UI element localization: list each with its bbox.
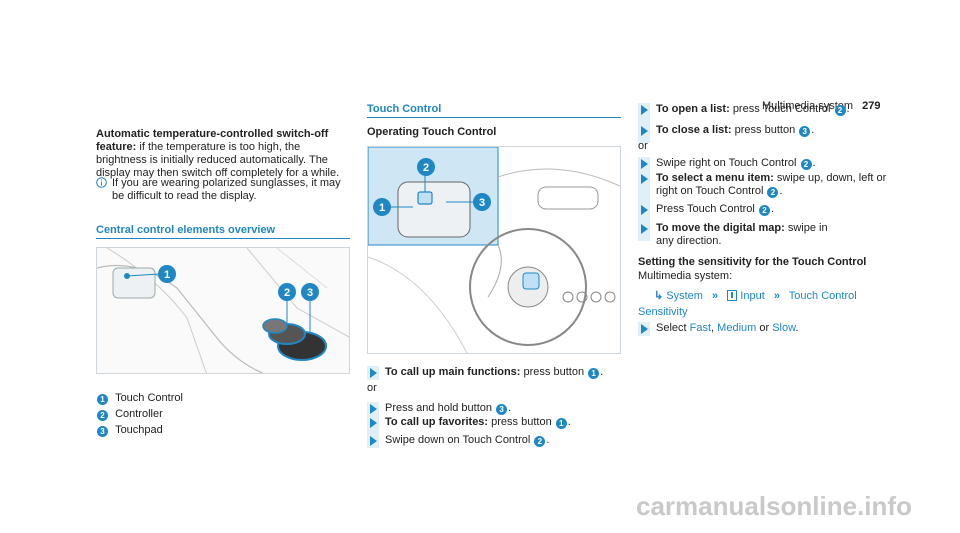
- sensitivity-title: Setting the sensitivity for the Touch Co…: [638, 256, 867, 268]
- step-arrow-icon: [641, 205, 648, 215]
- step-title: To move the digital map:: [656, 222, 785, 234]
- legend-item: 1 Touch Control: [96, 392, 183, 408]
- legend-label: Touchpad: [115, 424, 163, 436]
- watermark: carmanualsonline.info: [636, 491, 912, 521]
- step-number: 1: [555, 418, 567, 429]
- step-swipe-right: Swipe right on Touch Control 2.: [638, 157, 892, 241]
- cockpit-illustration: 1 2 3: [367, 146, 621, 354]
- note: If you are wearing polarized sunglasses,…: [96, 177, 351, 203]
- info-icon: [96, 177, 107, 192]
- path-separator-icon: »: [773, 290, 780, 302]
- step-main-functions: To call up main functions: press button …: [367, 366, 621, 380]
- step-arrow-icon: [641, 324, 648, 334]
- svg-text:1: 1: [164, 269, 170, 281]
- step-number: 2: [834, 105, 846, 116]
- option-medium[interactable]: Medium: [717, 322, 757, 334]
- step-select-menu-item: To select a menu item: swipe up, down, l…: [638, 172, 892, 198]
- path-start-icon: ↳: [654, 290, 664, 302]
- section-rule: [367, 117, 621, 118]
- path-separator-icon: »: [712, 290, 719, 302]
- step-arrow-icon: [641, 126, 648, 136]
- step-open-list: To open a list: press Touch Control 2.: [638, 103, 892, 143]
- step-text: press button: [734, 124, 796, 136]
- option-slow[interactable]: Slow: [772, 322, 796, 334]
- step-text: or: [759, 322, 770, 334]
- legend-label: Controller: [115, 408, 163, 420]
- step-title: To close a list:: [656, 124, 732, 136]
- legend-list: 1 Touch Control 2 Controller 3 Touchpad: [96, 392, 183, 440]
- step-title: To select a menu item:: [656, 172, 774, 184]
- step-title: To call up main functions:: [385, 366, 521, 378]
- console-illustration: 1 2 3: [96, 247, 350, 374]
- auto-switchoff-paragraph: Automatic temperature-controlled switch-…: [96, 128, 351, 180]
- step-arrow-icon: [641, 174, 648, 184]
- step-swipe-down: Swipe down on Touch Control 2.: [367, 434, 621, 447]
- step-arrow-icon: [370, 368, 377, 378]
- step-text: swipe in any direction.: [656, 222, 828, 247]
- legend-number: 3: [97, 426, 108, 437]
- step-number: 2: [758, 205, 770, 216]
- touch-control-title: Touch Control: [367, 103, 442, 115]
- legend-item: 3 Touchpad: [96, 424, 183, 440]
- path-touch-control[interactable]: Touch Control: [788, 290, 857, 302]
- or-label: or: [367, 382, 377, 394]
- legend-number: 1: [97, 394, 108, 405]
- step-title: To open a list:: [656, 103, 730, 115]
- step-press-touch: Press Touch Control 2.: [638, 203, 892, 216]
- step-arrow-icon: [641, 105, 648, 115]
- path-input[interactable]: Input: [740, 290, 765, 302]
- step-title: To call up favorites:: [385, 416, 489, 428]
- path-system[interactable]: System: [666, 290, 703, 302]
- step-number: 2: [767, 187, 779, 198]
- step-text: Select: [656, 322, 687, 334]
- step-favorites: To call up favorites: press button 1.: [367, 416, 621, 429]
- operating-subtitle: Operating Touch Control: [367, 126, 497, 138]
- or-label: or: [638, 140, 648, 152]
- step-arrow-icon: [370, 404, 377, 414]
- step-arrow-icon: [641, 224, 648, 234]
- central-controls-title: Central control elements overview: [96, 224, 276, 236]
- legend-item: 2 Controller: [96, 408, 183, 424]
- step-arrow-icon: [370, 436, 377, 446]
- step-text: Press and hold button: [385, 402, 493, 414]
- page-header: Multimedia system 279: [762, 100, 881, 113]
- page-number: 279: [862, 100, 881, 112]
- svg-text:2: 2: [284, 287, 290, 299]
- menu-path: ↳ System » Input » Touch Control Sensiti…: [638, 288, 914, 320]
- step-move-map: To move the digital map: swipe in any di…: [638, 222, 838, 248]
- step-text: press button: [523, 366, 585, 378]
- svg-text:2: 2: [423, 162, 429, 174]
- svg-text:3: 3: [307, 287, 313, 299]
- step-text: Swipe right on Touch Control: [656, 157, 797, 169]
- touch-input-icon: [727, 290, 738, 301]
- step-number: 2: [534, 436, 546, 447]
- step-number: 1: [588, 368, 600, 379]
- sensitivity-intro: Multimedia system:: [638, 270, 733, 282]
- step-press-hold: Press and hold button 3.: [367, 402, 621, 448]
- step-number: 3: [799, 126, 811, 137]
- step-number: 2: [800, 159, 812, 170]
- path-sensitivity[interactable]: Sensitivity: [638, 306, 688, 318]
- svg-text:3: 3: [479, 197, 485, 209]
- step-text: press button: [491, 416, 552, 428]
- auto-switchoff-title: Automatic temperature-controlled switch-…: [96, 128, 329, 153]
- step-arrow-icon: [370, 418, 377, 428]
- step-text: press Touch Control: [732, 103, 831, 115]
- auto-switchoff-text: if the temperature is too high, the brig…: [96, 141, 340, 179]
- option-fast[interactable]: Fast: [689, 322, 712, 334]
- step-text: Press Touch Control: [656, 203, 755, 215]
- step-select-sensitivity: Select Fast, Medium or Slow.: [638, 322, 892, 336]
- header-section: Multimedia system: [762, 100, 854, 112]
- step-close-list: To close a list: press button 3.: [638, 124, 892, 137]
- step-number: 3: [496, 404, 508, 415]
- step-arrow-icon: [641, 159, 648, 169]
- legend-number: 2: [97, 410, 108, 421]
- note-text: If you are wearing polarized sunglasses,…: [112, 177, 341, 202]
- svg-text:1: 1: [379, 202, 385, 214]
- legend-label: Touch Control: [115, 392, 183, 404]
- step-text: Swipe down on Touch Control: [385, 434, 531, 446]
- section-rule: [96, 238, 350, 239]
- step-text: swipe up, down, left or right on Touch C…: [656, 172, 887, 197]
